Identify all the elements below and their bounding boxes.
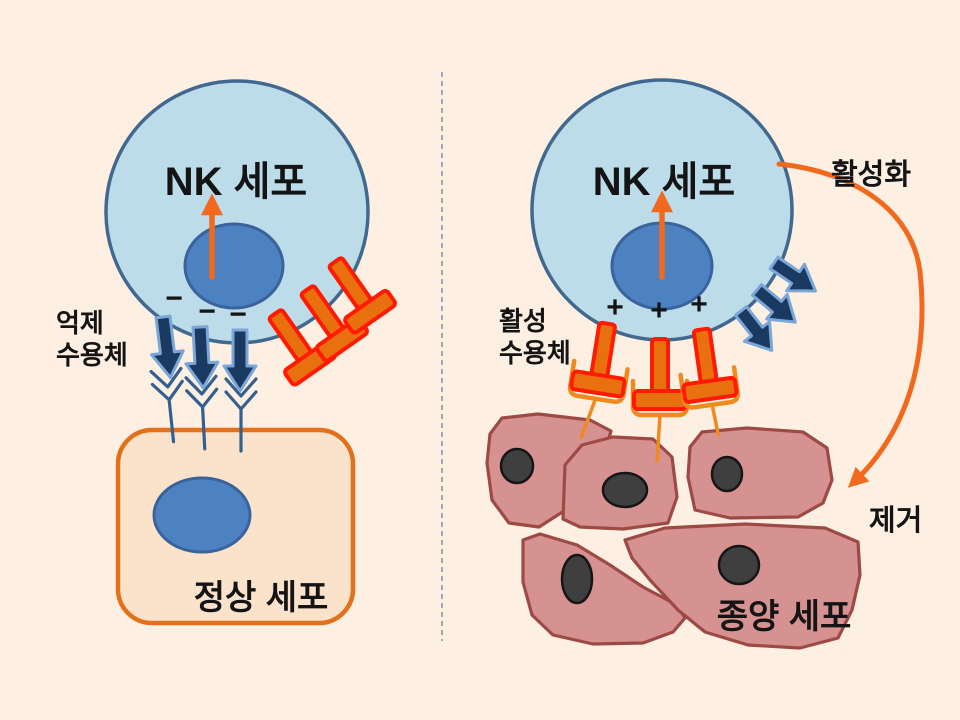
inhibitory-receptor-label: 억제 수용체: [56, 308, 128, 371]
plus-sign: +: [606, 291, 624, 324]
inhibitory-receptor-label-line1: 억제: [56, 308, 104, 338]
tumor-cell-body: [521, 532, 687, 646]
engaged-activating-receptor-icons: [567, 320, 740, 463]
minus-sign: −: [229, 298, 247, 331]
tumor-cell-nucleus: [717, 544, 761, 586]
nk-cell-title-left: NK 세포: [164, 160, 308, 204]
nk-cell-title-right: NK 세포: [592, 160, 736, 204]
tumor-cell-nucleus: [560, 553, 594, 605]
inhibitory-receptor-arrow-icons: [150, 314, 258, 393]
minus-sign: −: [198, 295, 216, 328]
tumor-cell-cluster: [485, 412, 862, 650]
idle-inhibitory-receptor-arrow-icons: [733, 255, 817, 352]
inhibitory-receptor-label-line2: 수용체: [56, 339, 128, 370]
elimination-label: 제거: [869, 505, 923, 537]
tumor-cell-nucleus: [499, 447, 535, 485]
tumor-cell-nucleus: [710, 455, 744, 493]
minus-sign: −: [165, 282, 183, 315]
tumor-cell-body: [623, 522, 862, 650]
activation-curve-arrow-icon: [776, 161, 925, 488]
tumor-cell-body: [686, 426, 834, 520]
plus-sign: +: [690, 288, 708, 321]
idle-activating-receptor-icons: [267, 256, 397, 387]
normal-cell-nucleus: [152, 476, 252, 554]
left-panel: [104, 79, 397, 626]
tumor-cell-label: 종양 세포: [716, 598, 852, 636]
activating-receptor-label-line2: 수용체: [499, 337, 571, 368]
normal-cell-label: 정상 세포: [193, 579, 329, 617]
plus-sign: +: [650, 294, 668, 327]
right-panel: [485, 78, 925, 650]
inhibitory-ligand-icons: [149, 366, 258, 453]
tumor-cell-nucleus: [601, 471, 649, 509]
activating-receptor-label: 활성 수용체: [499, 306, 571, 369]
activation-label: 활성화: [831, 159, 912, 191]
activating-receptor-label-line1: 활성: [499, 306, 547, 336]
